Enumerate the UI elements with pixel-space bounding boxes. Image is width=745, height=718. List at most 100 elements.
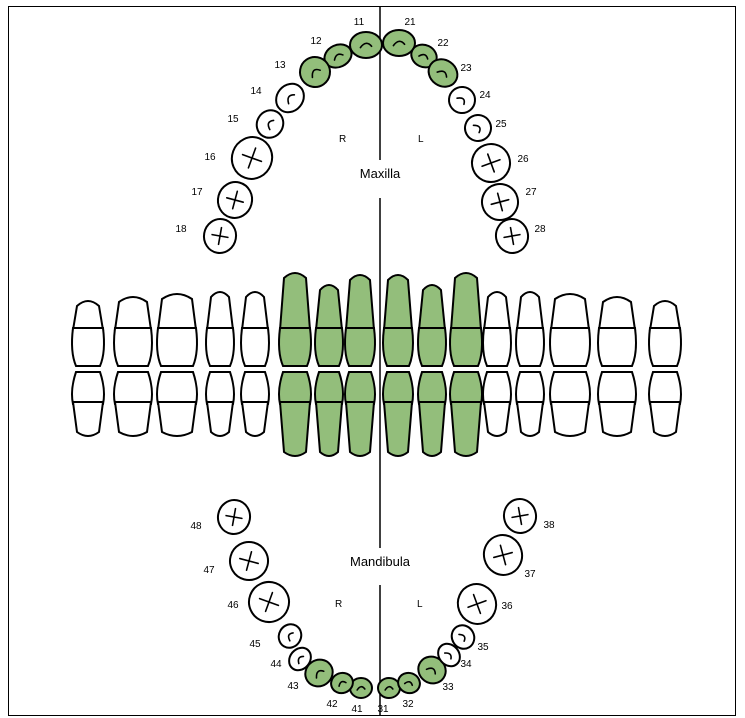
side-lower-tooth-47[interactable]	[114, 372, 152, 436]
side-upper-tooth-26[interactable]	[550, 294, 590, 366]
tooth-24-crown	[444, 82, 481, 119]
tooth-47[interactable]	[226, 538, 273, 585]
side-upper-tooth-25[interactable]	[516, 292, 544, 366]
side-upper-root-13	[280, 273, 310, 330]
side-lower-crown-41	[345, 372, 375, 404]
tooth-number-46: 46	[227, 600, 239, 611]
side-lower-tooth-31[interactable]	[383, 372, 413, 456]
side-upper-tooth-12[interactable]	[315, 285, 343, 366]
tooth-27[interactable]	[478, 180, 522, 224]
side-upper-tooth-23[interactable]	[450, 273, 482, 366]
side-upper-tooth-13[interactable]	[279, 273, 311, 366]
tooth-number-24: 24	[479, 90, 491, 101]
tooth-number-32: 32	[402, 699, 414, 710]
tooth-number-28: 28	[534, 224, 546, 235]
side-upper-root-23	[451, 273, 481, 330]
side-lower-tooth-41[interactable]	[345, 372, 375, 456]
side-upper-crown-26	[550, 328, 590, 366]
tooth-number-42: 42	[326, 699, 338, 710]
side-upper-tooth-21[interactable]	[383, 275, 413, 366]
side-upper-crown-15	[206, 328, 234, 366]
side-lower-tooth-43[interactable]	[279, 372, 311, 456]
tooth-26[interactable]	[467, 139, 516, 188]
side-lower-tooth-44[interactable]	[241, 372, 269, 436]
side-lower-tooth-42[interactable]	[315, 372, 343, 456]
tooth-number-36: 36	[501, 601, 513, 612]
side-lower-crown-45	[206, 372, 234, 404]
side-upper-root-11	[346, 275, 374, 330]
side-lower-crown-42	[315, 372, 343, 404]
side-lower-root-34	[484, 402, 510, 436]
side-upper-tooth-14[interactable]	[241, 292, 269, 366]
side-lower-crown-43	[279, 372, 311, 404]
side-upper-crown-24	[483, 328, 511, 366]
side-lower-root-33	[451, 402, 481, 456]
side-lower-tooth-45[interactable]	[206, 372, 234, 436]
side-upper-tooth-18[interactable]	[72, 301, 104, 366]
side-upper-crown-17	[114, 328, 152, 366]
side-lower-tooth-34[interactable]	[483, 372, 511, 436]
tooth-number-11: 11	[354, 17, 365, 28]
side-lower-crown-46	[157, 372, 197, 404]
tooth-37[interactable]	[479, 531, 526, 579]
upper-left-label: L	[418, 134, 424, 145]
tooth-number-12: 12	[310, 36, 322, 47]
tooth-38[interactable]	[501, 496, 538, 535]
upper-right-label: R	[339, 134, 346, 145]
side-upper-crown-21	[383, 328, 413, 366]
tooth-17[interactable]	[214, 178, 256, 222]
side-lower-crown-48	[72, 372, 104, 404]
side-upper-tooth-15[interactable]	[206, 292, 234, 366]
side-lower-root-41	[346, 402, 374, 456]
side-upper-crown-22	[418, 328, 446, 366]
side-upper-tooth-24[interactable]	[483, 292, 511, 366]
side-lower-tooth-33[interactable]	[450, 372, 482, 456]
tooth-31[interactable]	[378, 678, 400, 698]
tooth-number-41: 41	[351, 704, 363, 715]
tooth-number-31: 31	[377, 704, 389, 715]
side-upper-root-24	[484, 292, 510, 330]
side-upper-tooth-28[interactable]	[649, 301, 681, 366]
tooth-46[interactable]	[243, 576, 294, 627]
side-upper-tooth-22[interactable]	[418, 285, 446, 366]
tooth-number-18: 18	[175, 224, 187, 235]
side-lower-root-43	[280, 402, 310, 456]
side-upper-root-16	[158, 294, 196, 330]
side-upper-tooth-27[interactable]	[598, 297, 636, 366]
side-upper-tooth-11[interactable]	[345, 275, 375, 366]
side-upper-tooth-16[interactable]	[157, 294, 197, 366]
side-lower-root-47	[115, 402, 151, 436]
side-upper-crown-12	[315, 328, 343, 366]
tooth-31-crown	[378, 678, 400, 698]
tooth-11[interactable]	[350, 32, 382, 58]
side-lower-tooth-46[interactable]	[157, 372, 197, 436]
side-lower-root-48	[73, 402, 103, 436]
side-lower-crown-32	[418, 372, 446, 404]
side-lower-tooth-35[interactable]	[516, 372, 544, 436]
tooth-24[interactable]	[444, 82, 481, 119]
tooth-number-13: 13	[274, 60, 286, 71]
tooth-11-crown	[350, 32, 382, 58]
tooth-36[interactable]	[452, 579, 501, 630]
tooth-number-15: 15	[227, 114, 239, 125]
tooth-18[interactable]	[201, 216, 238, 255]
maxilla-label: Maxilla	[360, 166, 401, 181]
tooth-48[interactable]	[215, 497, 252, 536]
side-upper-tooth-17[interactable]	[114, 297, 152, 366]
tooth-16[interactable]	[226, 131, 278, 184]
lower-right-label: R	[335, 599, 342, 610]
side-lower-root-35	[517, 402, 543, 436]
tooth-number-22: 22	[437, 38, 449, 49]
tooth-21[interactable]	[383, 30, 415, 56]
side-lower-tooth-32[interactable]	[418, 372, 446, 456]
side-lower-tooth-36[interactable]	[550, 372, 590, 436]
tooth-25[interactable]	[460, 110, 496, 146]
side-lower-crown-34	[483, 372, 511, 404]
side-upper-root-14	[242, 292, 268, 330]
side-lower-tooth-38[interactable]	[649, 372, 681, 436]
side-lower-tooth-37[interactable]	[598, 372, 636, 436]
tooth-28[interactable]	[493, 216, 530, 255]
side-lower-tooth-48[interactable]	[72, 372, 104, 436]
